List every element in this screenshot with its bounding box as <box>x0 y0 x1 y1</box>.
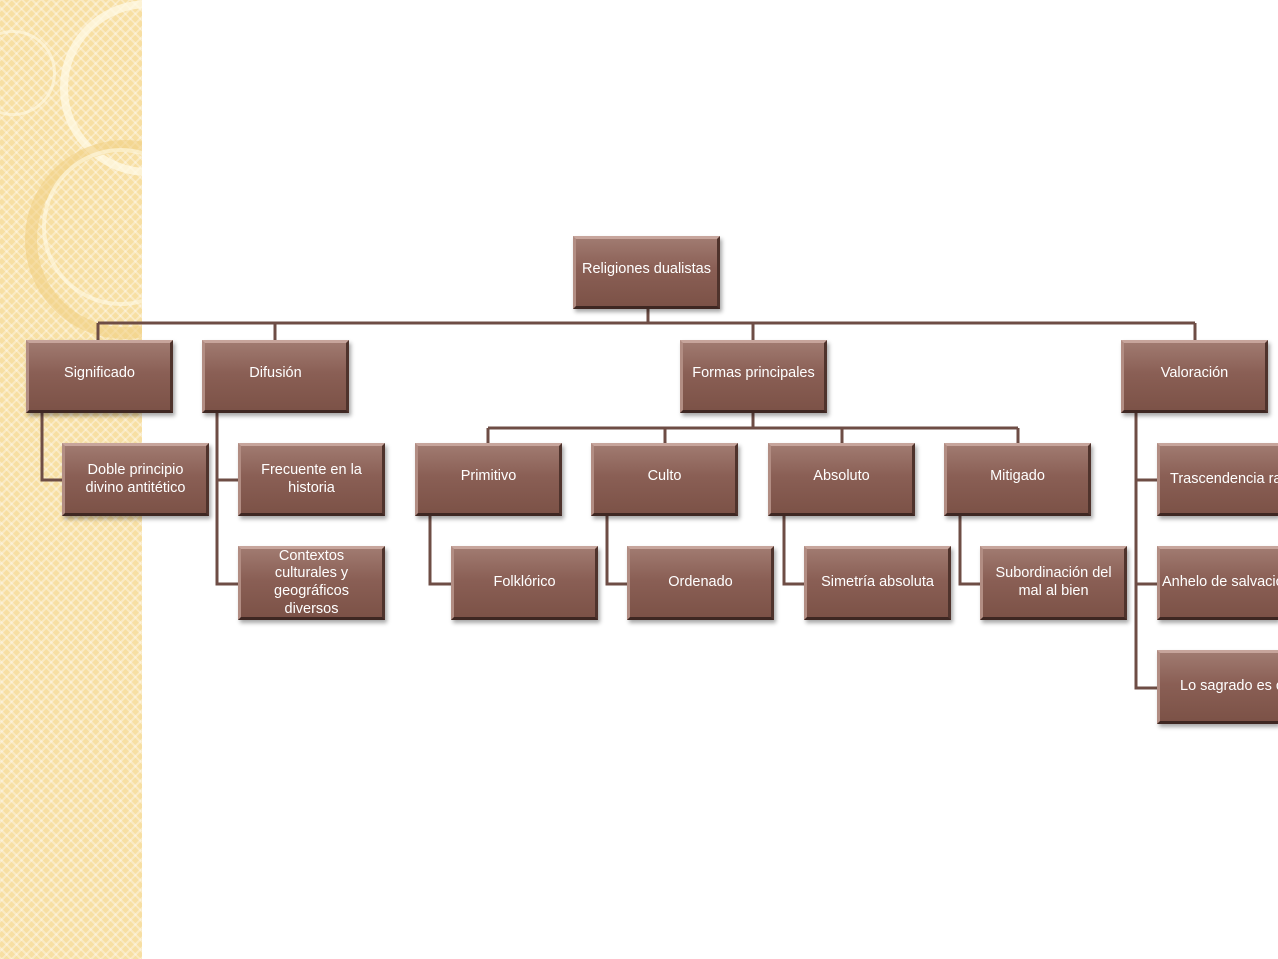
branch-node-valoracion: Valoración <box>1121 340 1268 413</box>
leaf-label: Doble principio divino antitético <box>85 461 186 496</box>
leaf-node-frecuente: Frecuente en la historia <box>238 443 385 516</box>
root-label: Religiones dualistas <box>582 261 711 277</box>
form-node-culto: Culto <box>591 443 738 516</box>
branch-label: Formas principales <box>692 365 815 381</box>
form-node-primitivo: Primitivo <box>415 443 562 516</box>
branch-node-significado: Significado <box>26 340 173 413</box>
root-node: Religiones dualistas <box>573 236 720 309</box>
form-label: Primitivo <box>460 468 517 484</box>
leaf-node-contextos: Contextos culturales y geográficos diver… <box>238 546 385 620</box>
leaf-node-subordinacion: Subordinación del mal al bien <box>980 546 1127 620</box>
leaf-label: Frecuente en la historia <box>261 461 362 496</box>
leaf-node-doble-principio: Doble principio divino antitético <box>62 443 209 516</box>
leaf-label: Subordinación del mal al bien <box>995 565 1112 599</box>
leaf-label: Trascendencia radical <box>1170 470 1278 487</box>
form-label: Mitigado <box>990 468 1045 484</box>
leaf-label: Ordenado <box>668 574 733 591</box>
form-node-mitigado: Mitigado <box>944 443 1091 516</box>
form-node-absoluto: Absoluto <box>768 443 915 516</box>
leaf-node-lo-sagrado: Lo sagrado es coartado <box>1157 650 1278 724</box>
branch-label: Difusión <box>249 365 302 381</box>
leaf-label: Folklórico <box>493 574 556 591</box>
leaf-node-simetria-absoluta: Simetría absoluta <box>804 546 951 620</box>
leaf-node-ordenado: Ordenado <box>627 546 774 620</box>
form-label: Culto <box>647 468 682 484</box>
branch-label: Significado <box>64 365 135 381</box>
leaf-label: Anhelo de salvación <box>1162 574 1278 591</box>
leaf-node-anhelo: Anhelo de salvación <box>1157 546 1278 620</box>
branch-node-formas-principales: Formas principales <box>680 340 827 413</box>
leaf-label: Simetría absoluta <box>821 574 934 591</box>
branch-label: Valoración <box>1160 365 1229 381</box>
leaf-node-folklorico: Folklórico <box>451 546 598 620</box>
branch-node-difusion: Difusión <box>202 340 349 413</box>
leaf-label: Lo sagrado es coartado <box>1180 678 1278 695</box>
form-label: Absoluto <box>813 468 870 484</box>
leaf-node-trascendencia: Trascendencia radical <box>1157 443 1278 516</box>
leaf-label: Contextos culturales y geográficos diver… <box>274 547 349 617</box>
